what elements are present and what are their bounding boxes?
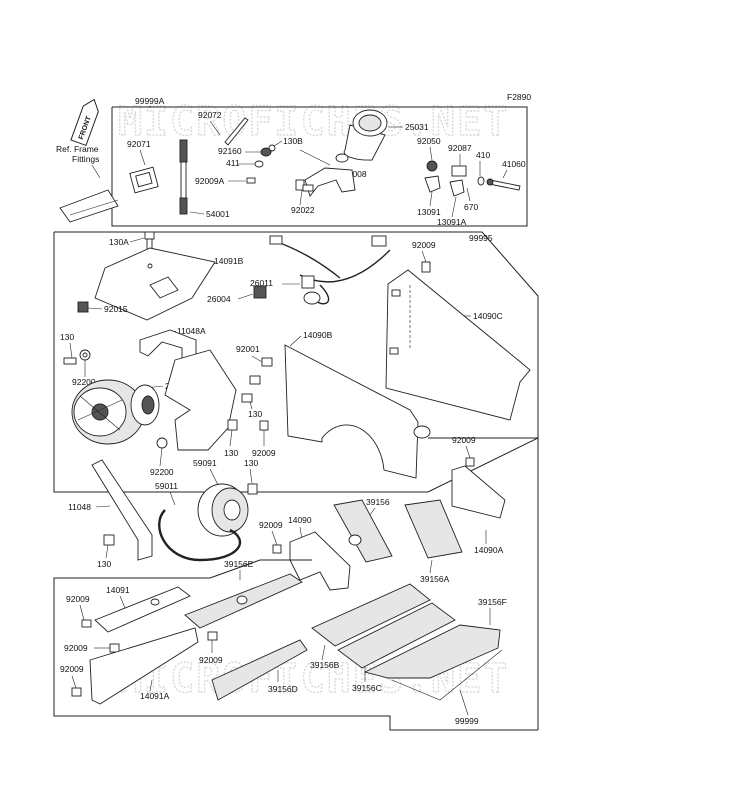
label-92009-c: 92009 (452, 435, 476, 445)
label-92009-e: 92009 (66, 594, 90, 604)
watermark-top: MICROFICHES.NET (118, 99, 509, 145)
label-39156b: 39156B (310, 660, 340, 670)
label-92087: 92087 (448, 143, 472, 153)
label-92071: 92071 (127, 139, 151, 149)
label-54001: 54001 (206, 209, 230, 219)
label-92009-h: 92009 (199, 655, 223, 665)
label-92009-g: 92009 (60, 664, 84, 674)
label-11048: 11048 (68, 502, 91, 512)
label-410: 410 (476, 150, 490, 160)
label-11048a: 11048A (177, 326, 206, 336)
label-92009-b: 92009 (252, 448, 276, 458)
label-130b: 130B (283, 136, 303, 146)
label-26011: 26011 (250, 278, 273, 288)
ref-frame-line2: Fittings (72, 154, 99, 164)
label-92160: 92160 (218, 146, 242, 156)
label-14090: 14090 (288, 515, 312, 525)
label-41060: 41060 (502, 159, 526, 169)
label-92072: 92072 (198, 110, 222, 120)
label-14091b: 14091B (214, 256, 244, 266)
label-39156d: 39156D (268, 684, 298, 694)
label-14090c: 14090C (473, 311, 503, 321)
figure-code: F2890 (507, 92, 531, 102)
label-92050: 92050 (417, 136, 441, 146)
label-99999a: 99999A (135, 96, 165, 106)
label-92200-a: 92200 (72, 377, 96, 387)
label-130-e: 130 (97, 559, 111, 569)
label-39156c: 39156C (352, 683, 382, 693)
top-kit-frame (111, 106, 528, 227)
label-39156e: 39156E (224, 559, 254, 569)
label-130a: 130A (109, 237, 129, 247)
insulation-kit-frame (53, 559, 538, 731)
label-14090b: 14090B (303, 330, 333, 340)
label-130-c: 130 (224, 448, 238, 458)
insulation-frame-right (428, 437, 539, 730)
label-13091a: 13091A (437, 217, 467, 227)
label-14090a: 14090A (474, 545, 504, 555)
label-670: 670 (464, 202, 478, 212)
label-92009-f: 92009 (64, 643, 88, 653)
label-39156a: 39156A (420, 574, 450, 584)
label-92009-a: 92009 (412, 240, 436, 250)
label-14091: 14091 (106, 585, 130, 595)
label-14091a: 14091A (140, 691, 170, 701)
label-92022: 92022 (291, 205, 315, 215)
label-130-a: 130 (60, 332, 74, 342)
label-92200-b: 92200 (150, 467, 174, 477)
front-arrow-icon: FRONT (70, 98, 99, 147)
label-99999: 99999 (455, 716, 479, 726)
ref-frame-note: Ref. Frame Fittings (56, 144, 101, 164)
label-92009a: 92009A (195, 176, 225, 186)
ref-frame-line1: Ref. Frame (56, 144, 99, 154)
label-59091: 59091 (193, 458, 217, 468)
label-13091: 13091 (417, 207, 441, 217)
label-411: 411 (226, 158, 240, 168)
label-59011: 59011 (155, 481, 178, 491)
label-92015: 92015 (104, 304, 128, 314)
label-130-d: 130 (244, 458, 258, 468)
label-99995: 99995 (469, 233, 493, 243)
label-39156f: 39156F (478, 597, 507, 607)
label-26004: 26004 (207, 294, 231, 304)
label-92001: 92001 (236, 344, 260, 354)
label-25031: 25031 (405, 122, 429, 132)
label-25008: 25008 (343, 169, 367, 179)
alternator-icon (71, 379, 160, 445)
label-39156-a: 39156 (366, 497, 390, 507)
label-92009-d: 92009 (259, 520, 283, 530)
label-130-b: 130 (248, 409, 262, 419)
